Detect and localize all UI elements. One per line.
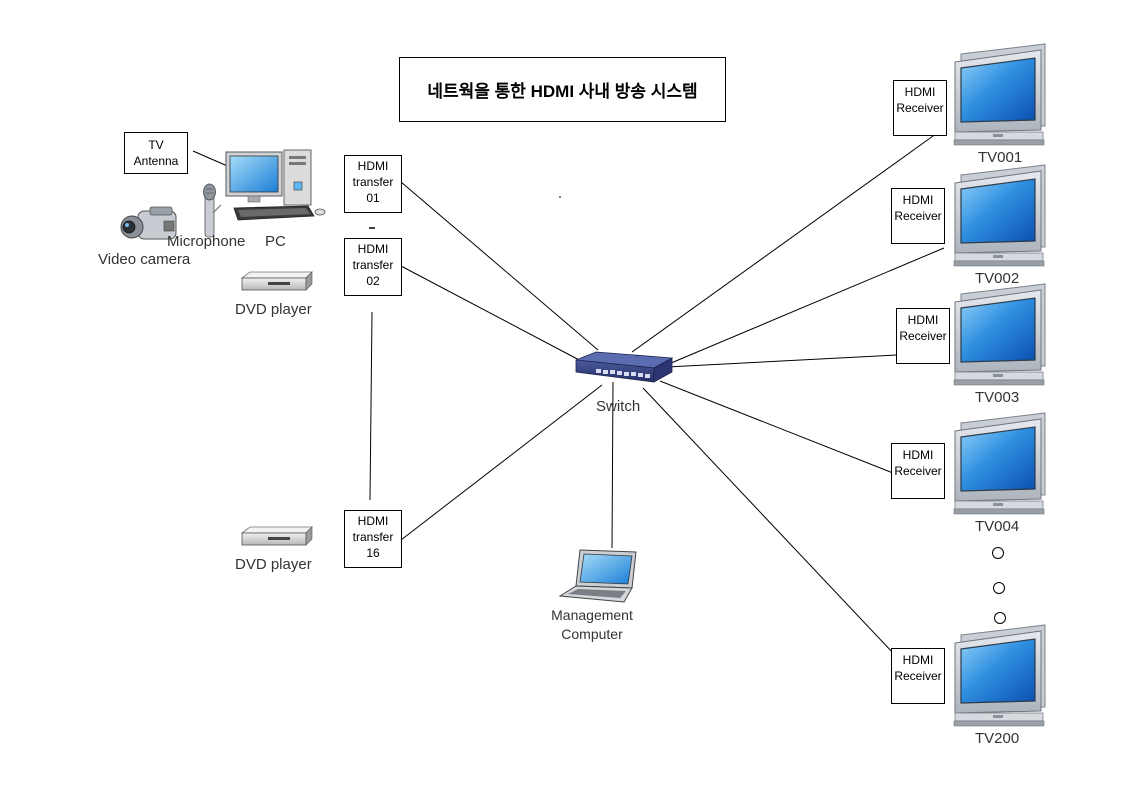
pc-icon xyxy=(225,149,326,221)
receiver-2-line-2: Receiver xyxy=(894,209,942,223)
link-management xyxy=(611,381,614,549)
link-tv002 xyxy=(663,247,945,367)
microphone-label: Microphone xyxy=(167,233,246,250)
tv-antenna-line-2: Antenna xyxy=(133,154,179,168)
microphone-icon xyxy=(203,183,222,238)
link-tv001 xyxy=(631,130,941,353)
link-tv004 xyxy=(659,380,894,474)
management-label-line-1: Management xyxy=(551,607,633,623)
transfer-02-line-1: HDMI xyxy=(357,242,389,256)
transfer-16-line-3: 16 xyxy=(366,546,380,560)
transfer-02-line-2: transfer xyxy=(352,258,394,272)
receiver-200-line-1: HDMI xyxy=(902,653,934,667)
transfer-02-line-3: 02 xyxy=(366,274,380,288)
ellipsis-dot xyxy=(994,612,1006,624)
tv003-label: TV003 xyxy=(975,389,1020,406)
diagram-title: 네트웍을 통한 HDMI 사내 방송 시스템 xyxy=(399,57,726,122)
receiver-3-line-1: HDMI xyxy=(907,313,939,327)
tv004-label: TV004 xyxy=(975,518,1020,535)
receiver-4-line-1: HDMI xyxy=(902,448,934,462)
transfer-01-line-2: transfer xyxy=(352,175,394,189)
link-transfer-16 xyxy=(400,384,603,541)
hdmi-receiver-tv002: HDMI Receiver xyxy=(891,188,945,244)
switch-label: Switch xyxy=(596,398,641,415)
hdmi-receiver-tv200: HDMI Receiver xyxy=(891,648,945,704)
dvd-player-label-1: DVD player xyxy=(235,301,312,318)
transfer-16-line-1: HDMI xyxy=(357,514,389,528)
dvd-player-label-2: DVD player xyxy=(235,556,312,573)
link-transfer-02 xyxy=(400,265,584,363)
tv200-label: TV200 xyxy=(975,730,1020,747)
laptop-icon xyxy=(558,549,637,603)
receiver-200-line-2: Receiver xyxy=(894,669,942,683)
transfer-01-line-3: 01 xyxy=(366,191,380,205)
receiver-3-line-2: Receiver xyxy=(899,329,947,343)
tv001-label: TV001 xyxy=(978,149,1023,166)
tv-icon-002 xyxy=(953,164,1046,267)
link-transfer-02-16 xyxy=(369,311,373,501)
ellipsis-dot xyxy=(993,582,1005,594)
hdmi-transfer-16-box: HDMI transfer 16 xyxy=(344,510,402,568)
link-tv003 xyxy=(666,354,898,368)
connection-lines xyxy=(192,130,945,655)
link-tv200 xyxy=(642,387,895,655)
transfer-01-line-1: HDMI xyxy=(357,159,389,173)
switch-icon xyxy=(575,351,674,383)
ellipsis-dot xyxy=(992,547,1004,559)
tv-icon-003 xyxy=(953,283,1046,386)
tv-icon-200 xyxy=(953,624,1046,727)
receiver-2-line-1: HDMI xyxy=(902,193,934,207)
transfer-16-line-2: transfer xyxy=(352,530,394,544)
tv002-label: TV002 xyxy=(975,270,1020,287)
receiver-1-line-1: HDMI xyxy=(904,85,936,99)
pc-label: PC xyxy=(265,233,286,250)
dvd-player-icon-1 xyxy=(240,271,313,291)
tv-icon-001 xyxy=(953,43,1046,146)
dvd-player-icon-2 xyxy=(240,526,313,546)
tv-icon-004 xyxy=(953,412,1046,515)
hdmi-transfer-01-box: HDMI transfer 01 xyxy=(344,155,402,213)
receiver-1-line-2: Receiver xyxy=(896,101,944,115)
receiver-4-line-2: Receiver xyxy=(894,464,942,478)
tv-antenna-line-1: TV xyxy=(148,138,164,152)
link-transfer-01 xyxy=(400,181,599,351)
hdmi-receiver-tv004: HDMI Receiver xyxy=(891,443,945,499)
video-camera-icon xyxy=(120,206,177,240)
hdmi-transfer-02-box: HDMI transfer 02 xyxy=(344,238,402,296)
tv-antenna-box: TV Antenna xyxy=(124,132,188,174)
management-label-line-2: Computer xyxy=(561,626,623,642)
hdmi-receiver-tv001: HDMI Receiver xyxy=(893,80,947,136)
hdmi-receiver-tv003: HDMI Receiver xyxy=(896,308,950,364)
video-camera-label: Video camera xyxy=(98,251,191,268)
